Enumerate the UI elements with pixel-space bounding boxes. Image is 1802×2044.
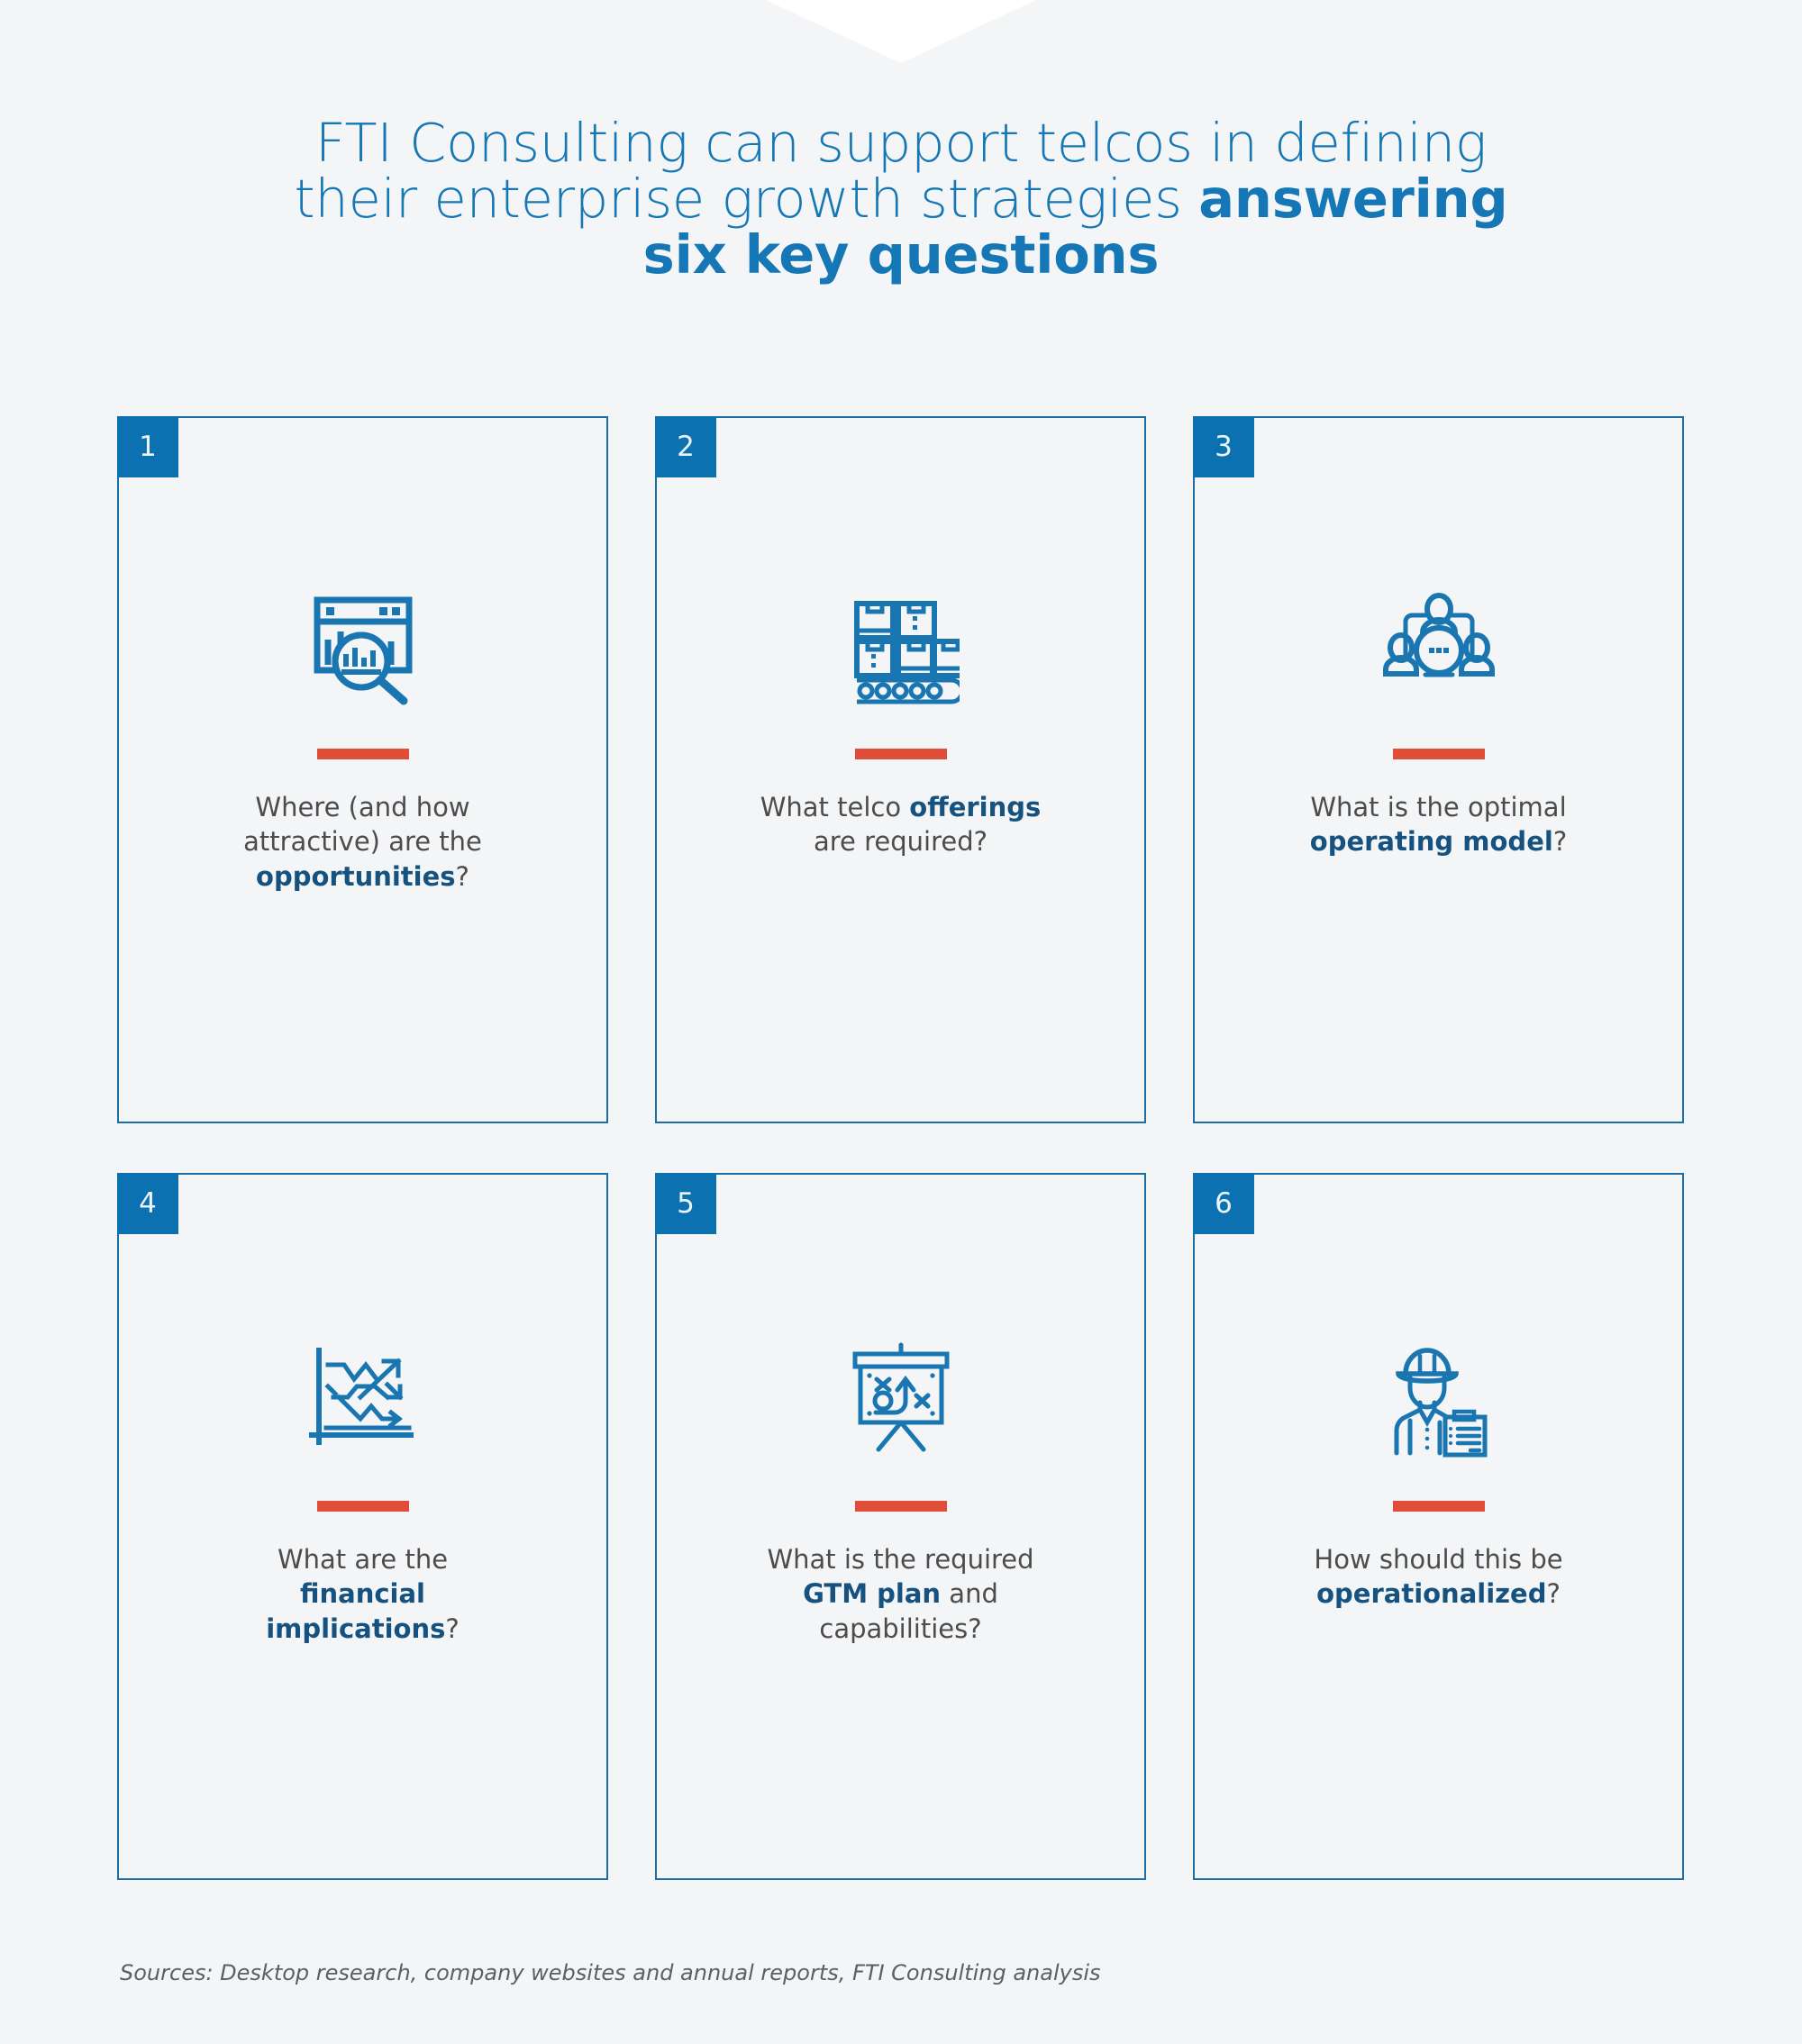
top-chevron-notch: [766, 0, 1036, 63]
dashboard-magnifier-icon: [296, 585, 431, 711]
accent-bar-5: [854, 1501, 947, 1512]
accent-bar-2: [854, 749, 947, 759]
card-text-part-bold: financial implications: [266, 1578, 446, 1644]
card-text-part-tail: ?: [445, 1612, 460, 1644]
card-text-part-tail: ?: [1552, 826, 1568, 858]
card-text-part-normal: How should this be: [1314, 1544, 1563, 1575]
question-card-4[interactable]: 4 What are the f: [117, 1173, 608, 1880]
card-text-part-tail: are required?: [813, 826, 988, 858]
accent-bar-1: [316, 749, 409, 759]
team-network-icon: [1371, 585, 1506, 711]
card-text-part-tail: ?: [455, 860, 469, 892]
strategy-board-icon: [833, 1337, 969, 1463]
card-number-badge-6: 6: [1193, 1173, 1254, 1234]
card-text-4: What are the financial implications?: [214, 1542, 512, 1646]
card-text-2: What telco offerings are required?: [752, 790, 1050, 859]
card-text-part-bold: offerings: [909, 792, 1042, 822]
question-card-1[interactable]: 1: [117, 416, 608, 1123]
title-line-2-normal: their enterprise growth strategies: [294, 167, 1199, 230]
worker-clipboard-icon: [1371, 1337, 1506, 1463]
card-text-part-tail: and capabilities?: [819, 1578, 998, 1644]
card-text-6: How should this be operationalized?: [1290, 1542, 1588, 1612]
card-text-part-bold: opportunities: [256, 860, 456, 892]
card-text-part-bold: operationalized: [1316, 1578, 1547, 1610]
title-line-2-bold: answering: [1198, 167, 1508, 230]
card-number-badge-3: 3: [1193, 416, 1254, 477]
card-text-part-tail: ?: [1546, 1578, 1561, 1610]
card-text-part-normal: Where (and how attractive) are the: [243, 792, 482, 858]
title-line-3-bold: six key questions: [642, 223, 1160, 286]
card-number-badge-1: 1: [117, 416, 178, 477]
card-text-5: What is the required GTM plan and capabi…: [752, 1542, 1050, 1646]
question-card-3[interactable]: 3: [1193, 416, 1684, 1123]
page-title: FTI Consulting can support telcos in def…: [0, 115, 1802, 283]
card-text-1: Where (and how attractive) are the oppor…: [214, 790, 512, 894]
question-card-grid: 1: [117, 416, 1685, 1880]
question-card-6[interactable]: 6: [1193, 1173, 1684, 1880]
accent-bar-4: [316, 1501, 409, 1512]
conveyor-boxes-icon: [833, 585, 969, 711]
card-text-part-normal: What is the required: [767, 1544, 1034, 1575]
accent-bar-6: [1392, 1501, 1485, 1512]
card-number-badge-2: 2: [655, 416, 716, 477]
sources-footnote: Sources: Desktop research, company websi…: [120, 1960, 1101, 1985]
question-card-5[interactable]: 5: [655, 1173, 1146, 1880]
card-text-3: What is the optimal operating model?: [1290, 790, 1588, 859]
card-text-part-normal: What is the optimal: [1310, 792, 1567, 822]
card-text-part-normal: What telco: [760, 792, 910, 822]
accent-bar-3: [1392, 749, 1485, 759]
title-line-1: FTI Consulting can support telcos in def…: [314, 112, 1488, 174]
card-number-badge-4: 4: [117, 1173, 178, 1234]
card-text-part-bold: operating model: [1309, 826, 1553, 858]
card-text-part-bold: GTM plan: [803, 1578, 942, 1610]
card-number-badge-5: 5: [655, 1173, 716, 1234]
trend-chart-arrows-icon: [296, 1337, 431, 1463]
question-card-2[interactable]: 2: [655, 416, 1146, 1123]
card-text-part-normal: What are the: [277, 1544, 449, 1575]
